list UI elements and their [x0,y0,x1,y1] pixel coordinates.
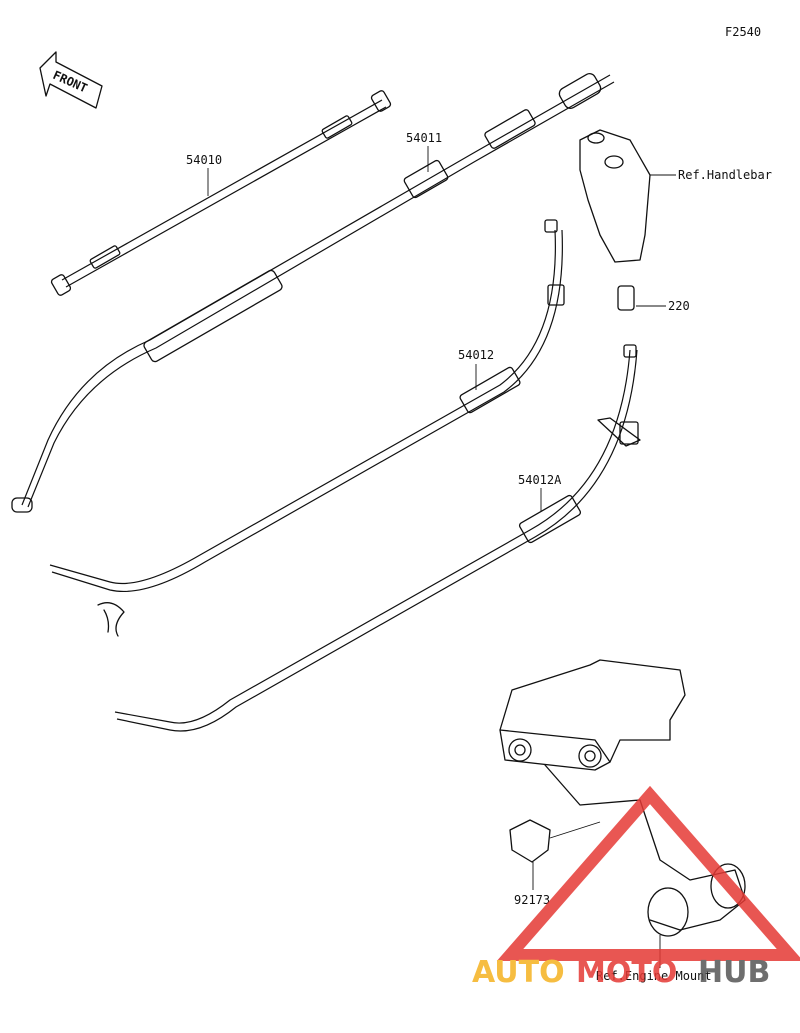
watermark-auto: AUTO [472,955,565,990]
front-arrow-icon: FRONT [39,51,103,109]
part-label-54010: 54010 [186,153,222,167]
handlebar-housing: 220 Ref.Handlebar [579,129,772,313]
cable-54012: 54012 [49,219,565,637]
part-label-92173: 92173 [514,893,550,907]
watermark-logo: AUTO MOTO HUB [472,785,800,990]
part-label-54012A: 54012A [518,473,562,487]
diagram-code: F2540 [725,25,761,39]
ref-handlebar: Ref.Handlebar [678,168,772,182]
front-label: FRONT [51,68,90,95]
part-label-54011: 54011 [406,131,442,145]
part-label-220: 220 [668,299,690,313]
ref-engine-mount: Ref.Engine Mount [596,969,712,983]
watermark-hub: HUB [698,955,770,990]
watermark-moto: MOTO [576,955,677,990]
watermark-triangle-icon [496,785,800,961]
cable-54010: 54010 [50,90,392,296]
engine-mount-bracket: 92173 Ref.Engine Mount [499,659,746,983]
cable-54012A: 54012A [114,344,641,732]
cable-54011: 54011 [11,73,615,513]
part-label-54012: 54012 [458,348,494,362]
